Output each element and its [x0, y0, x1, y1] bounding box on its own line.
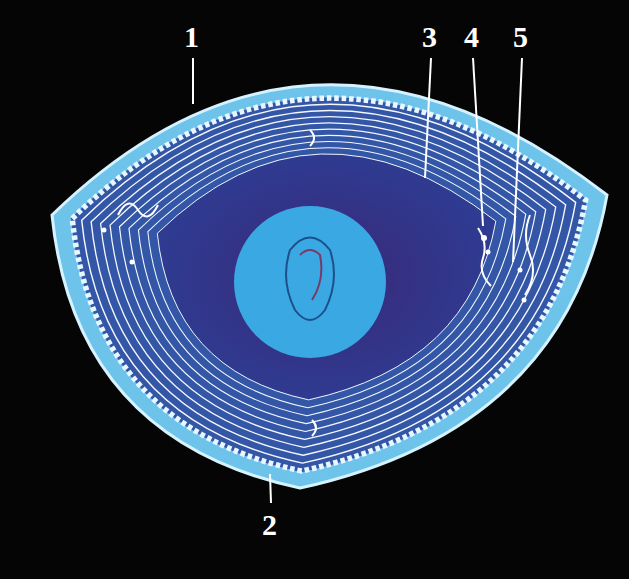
- callout-number: 3: [422, 20, 437, 54]
- callout-number: 2: [262, 508, 277, 542]
- callout-number: 5: [513, 20, 528, 54]
- callout-number: 4: [464, 20, 479, 54]
- callout-number: 1: [184, 20, 199, 54]
